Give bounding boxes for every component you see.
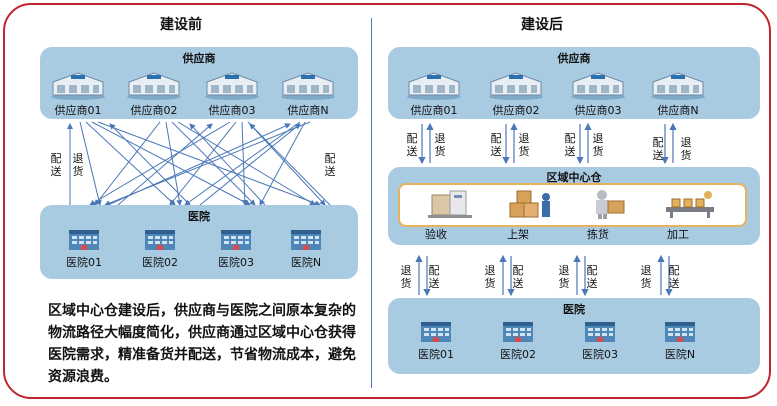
after-hospital-panel-title: 医院: [563, 303, 585, 316]
after-return-label-3: 退货: [592, 132, 604, 158]
section-divider: [371, 18, 372, 388]
after-supplier-n-label: 供应商N: [657, 104, 699, 117]
before-hospital-02: 医院02: [124, 226, 196, 270]
hub-step-shelve: [494, 187, 566, 225]
before-hospital-01-label: 医院01: [66, 256, 102, 269]
hub-step-process-label: 加工: [667, 228, 689, 241]
after-deliver-label-8: 配送: [668, 264, 680, 290]
after-deliver-label-6: 配送: [512, 264, 524, 290]
hospital-icon: [221, 230, 251, 250]
hospital-icon: [665, 322, 695, 342]
after-arrows: [415, 122, 677, 297]
regional-hub-panel: 区域中心仓: [388, 167, 760, 245]
warehouse-icon: [127, 72, 181, 100]
warehouse-icon: [51, 72, 105, 100]
after-hospital-n-label: 医院N: [664, 348, 696, 361]
hub-step-shelve-label: 上架: [507, 228, 529, 241]
after-deliver-label-1: 配送: [406, 132, 418, 158]
after-hospital-n: 医院N: [644, 318, 716, 362]
after-supplier-02: 供应商02: [480, 68, 552, 118]
hub-step-inspect-label: 验收: [425, 228, 447, 241]
after-deliver-label-2: 配送: [490, 132, 502, 158]
after-supplier-03-label: 供应商03: [574, 104, 622, 117]
after-hospital-01: 医院01: [400, 318, 472, 362]
after-supplier-03: 供应商03: [562, 68, 634, 118]
before-return-label: 退货: [72, 152, 84, 178]
after-deliver-label-3: 配送: [564, 132, 576, 158]
before-supplier-01-label: 供应商01: [54, 104, 102, 117]
hub-process-box: [398, 183, 747, 227]
after-title: 建设后: [521, 17, 563, 33]
hospital-icon: [421, 322, 451, 342]
before-supplier-panel-title: 供应商: [182, 52, 216, 65]
after-deliver-label-7: 配送: [586, 264, 598, 290]
hub-step-pick: [574, 187, 646, 225]
hospital-icon: [145, 230, 175, 250]
before-supplier-02-label: 供应商02: [130, 104, 178, 117]
hospital-icon: [503, 322, 533, 342]
hospital-icon: [291, 230, 321, 250]
before-hospital-n: 医院N: [270, 226, 342, 270]
after-return-label-1: 退货: [434, 132, 446, 158]
before-hospital-n-label: 医院N: [290, 256, 322, 269]
after-return-label-4: 退货: [680, 136, 692, 162]
after-return-label-7: 退货: [558, 264, 570, 290]
warehouse-icon: [571, 72, 625, 100]
after-hospital-01-label: 医院01: [418, 348, 454, 361]
hub-step-process: [654, 187, 726, 225]
before-title: 建设前: [160, 17, 202, 33]
after-hospital-03-label: 医院03: [582, 348, 618, 361]
processing-icon: [666, 191, 714, 218]
hospital-icon: [585, 322, 615, 342]
warehouse-icon: [407, 72, 461, 100]
after-supplier-01: 供应商01: [398, 68, 470, 118]
hub-step-pick-label: 拣货: [587, 228, 609, 241]
after-supplier-01-label: 供应商01: [410, 104, 458, 117]
after-return-label-2: 退货: [518, 132, 530, 158]
before-hospital-03: 医院03: [200, 226, 272, 270]
after-hospital-02: 医院02: [482, 318, 554, 362]
before-supplier-01: 供应商01: [42, 68, 114, 118]
warehouse-icon: [489, 72, 543, 100]
before-deliver-label: 配送: [50, 152, 62, 178]
after-deliver-label-4: 配送: [652, 136, 664, 162]
warehouse-icon: [281, 72, 335, 100]
before-supplier-03: 供应商03: [196, 68, 268, 118]
picking-icon: [596, 190, 625, 219]
before-supplier-n-label: 供应商N: [287, 104, 329, 117]
after-supplier-panel-title: 供应商: [557, 52, 591, 65]
before-supplier-02: 供应商02: [118, 68, 190, 118]
summary-text: 区域中心仓建设后，供应商与医院之间原本复杂的物流路径大幅度简化，供应商通过区域中…: [48, 303, 356, 385]
before-supplier-03-label: 供应商03: [208, 104, 256, 117]
before-hospital-02-label: 医院02: [142, 256, 178, 269]
before-hospital-03-label: 医院03: [218, 256, 254, 269]
before-hospital-01: 医院01: [48, 226, 120, 270]
before-tangled-arrows: [67, 121, 331, 207]
hospital-icon: [69, 230, 99, 250]
after-supplier-02-label: 供应商02: [492, 104, 540, 117]
after-return-label-5: 退货: [400, 264, 412, 290]
warehouse-icon: [205, 72, 259, 100]
regional-hub-title: 区域中心仓: [546, 171, 602, 184]
after-hospital-03: 医院03: [564, 318, 636, 362]
after-hospital-02-label: 医院02: [500, 348, 536, 361]
inspection-icon: [428, 190, 472, 218]
after-return-label-6: 退货: [484, 264, 496, 290]
hub-step-inspect: [414, 187, 486, 225]
shelving-icon: [509, 190, 550, 218]
after-supplier-n: 供应商N: [642, 68, 714, 118]
before-supplier-n: 供应商N: [272, 68, 344, 118]
before-deliver-label-right: 配送: [324, 152, 336, 178]
before-hospital-panel-title: 医院: [188, 210, 210, 223]
warehouse-icon: [651, 72, 705, 100]
after-return-label-8: 退货: [640, 264, 652, 290]
after-deliver-label-5: 配送: [428, 264, 440, 290]
